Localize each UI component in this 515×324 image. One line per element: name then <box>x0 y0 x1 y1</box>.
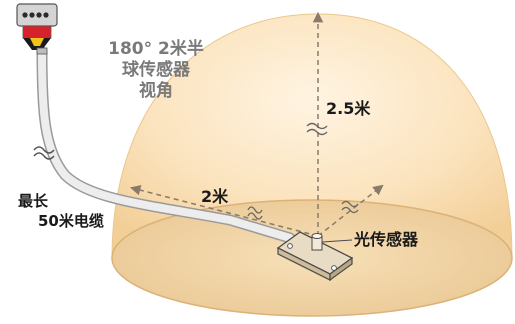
fov-label-line2: 球传感器 <box>122 60 190 80</box>
cable-label-line1: 最长 <box>18 192 49 210</box>
cable <box>33 46 296 244</box>
connector <box>16 3 58 55</box>
fov-label-line1: 180° 2米半 <box>108 39 204 59</box>
fov-label: 180° 2米半 球传感器 视角 <box>96 39 216 102</box>
cable-label-line2: 50米电缆 <box>38 212 104 230</box>
radius-label: 2米 <box>201 187 229 206</box>
sensor-label: 光传感器 <box>354 230 419 249</box>
light-sensor <box>276 231 354 282</box>
fov-label-line3: 视角 <box>139 81 173 101</box>
height-label: 2.5米 <box>326 99 371 118</box>
cable-label: 最长 50米电缆 <box>10 191 104 231</box>
